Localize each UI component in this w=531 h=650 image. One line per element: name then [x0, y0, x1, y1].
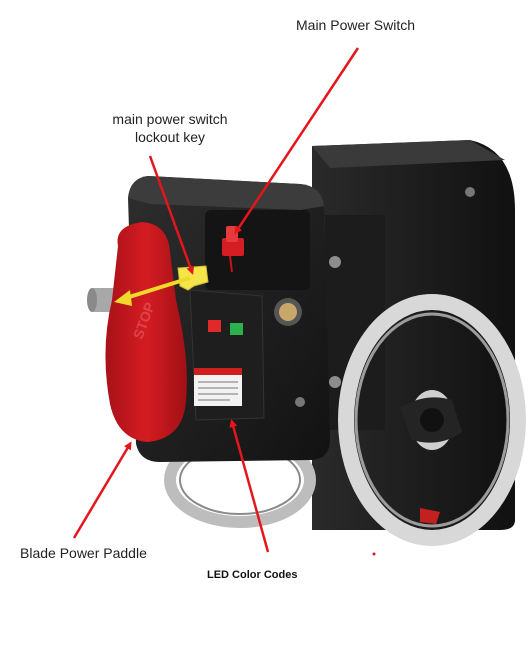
warning-label: [194, 368, 242, 406]
arrow-lockout-key: [148, 155, 195, 275]
label-led-color-codes: LED Color Codes: [207, 569, 298, 581]
green-led: [230, 323, 243, 335]
red-led: [208, 320, 221, 332]
lockout-key: [177, 265, 209, 291]
blade-power-paddle: STOP: [105, 222, 187, 442]
handwheel-right: [338, 294, 526, 546]
arrow-blade-power-paddle: [72, 441, 132, 539]
label-lockout-key: main power switch lockout key: [82, 110, 258, 146]
label-lockout-line1: main power switch: [112, 111, 228, 127]
arrow-main-power-switch: [234, 47, 360, 235]
arrow-led-color-codes: [229, 419, 270, 553]
label-main-power-switch: Main Power Switch: [296, 17, 416, 33]
yellow-arrow: [125, 276, 191, 300]
label-lockout-line2: lockout key: [134, 129, 206, 145]
yellow-arrow-head: [114, 290, 132, 306]
annotation-arrows: [72, 47, 376, 556]
label-blade-power-paddle: Blade Power Paddle: [20, 545, 147, 561]
